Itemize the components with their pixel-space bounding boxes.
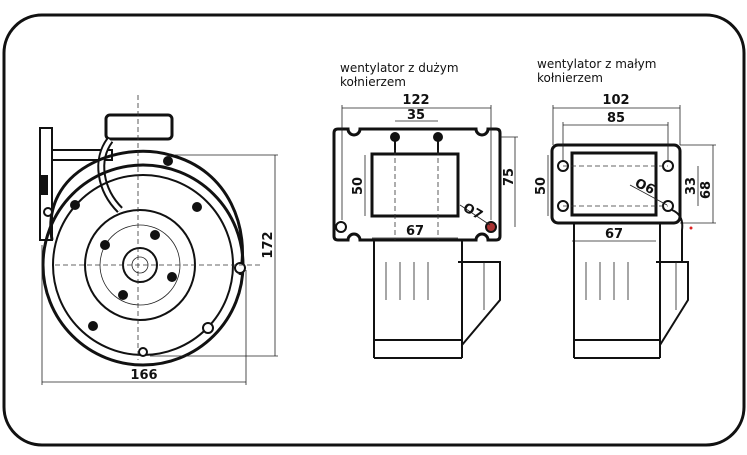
- small-flange-view: wentylator z małym kołnierzem 102 85 50 …: [534, 57, 716, 359]
- frame-border: [2, 13, 746, 447]
- dim-fan-height: 172: [261, 231, 276, 258]
- large-flange-caption-line1: wentylator z dużym: [340, 61, 459, 75]
- dim-small-hole-vertical: 33: [684, 177, 699, 195]
- dim-small-hole-diameter: O6: [632, 176, 657, 198]
- dim-large-hole-height: 75: [502, 168, 517, 186]
- dim-small-hole-spacing: 85: [607, 111, 625, 126]
- large-flange-caption-line2: kołnierzem: [340, 75, 406, 89]
- dim-large-width: 122: [402, 93, 429, 108]
- dim-fan-width: 166: [130, 368, 157, 383]
- dim-small-opening: 67: [605, 227, 623, 242]
- small-flange-caption-line1: wentylator z małym: [537, 57, 656, 71]
- dim-large-hole-spacing: 35: [407, 108, 425, 123]
- large-flange-view: wentylator z dużym kołnierzem 122 35 50 …: [332, 61, 518, 359]
- dim-large-height: 50: [351, 177, 366, 195]
- dim-small-width: 102: [602, 93, 629, 108]
- small-flange-caption-line2: kołnierzem: [537, 71, 603, 85]
- dim-large-hole-diameter: O7: [460, 200, 485, 223]
- fan-front-view: 166 172: [39, 95, 278, 385]
- dim-small-height: 50: [534, 177, 549, 195]
- dim-small-overall-height: 68: [699, 181, 714, 199]
- dim-large-opening: 67: [406, 224, 424, 239]
